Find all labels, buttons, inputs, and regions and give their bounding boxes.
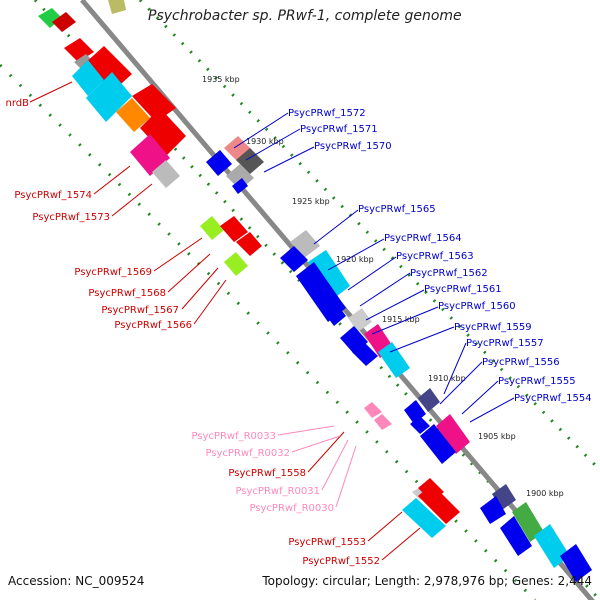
tick-1905: 1905 kbp xyxy=(478,432,516,441)
tick-1920: 1920 kbp xyxy=(336,255,374,264)
tick-1910: 1910 kbp xyxy=(428,374,466,383)
map-title: Psychrobacter sp. PRwf-1, complete genom… xyxy=(148,8,462,24)
forward-labels[interactable]: PsycPRwf_1572 PsycPRwf_1571 PsycPRwf_157… xyxy=(288,108,592,404)
topology-text: Topology: circular; Length: 2,978,976 bp… xyxy=(262,574,592,588)
label-psycprwf-1559: PsycPRwf_1559 xyxy=(454,322,532,333)
label-psycprwf-1555: PsycPRwf_1555 xyxy=(498,376,576,387)
svg-text:1900 kbp: 1900 kbp xyxy=(526,489,564,498)
svg-text:1910 kbp: 1910 kbp xyxy=(428,374,466,383)
svg-text:1925 kbp: 1925 kbp xyxy=(292,197,330,206)
label-psycprwf-1562: PsycPRwf_1562 xyxy=(410,268,488,279)
reverse-leaders xyxy=(29,81,421,561)
label-psycprwf-r0032: PsycPRwf_R0032 xyxy=(205,448,290,459)
tick-1935: 1935 kbp xyxy=(202,75,240,84)
label-psycprwf-1566: PsycPRwf_1566 xyxy=(114,320,192,331)
label-psycprwf-1560: PsycPRwf_1560 xyxy=(438,301,516,312)
label-psycprwf-1571: PsycPRwf_1571 xyxy=(300,124,378,135)
label-psycprwf-1554: PsycPRwf_1554 xyxy=(514,393,592,404)
tick-1900: 1900 kbp xyxy=(526,489,564,498)
label-psycprwf-1572: PsycPRwf_1572 xyxy=(288,108,366,119)
svg-text:1930 kbp: 1930 kbp xyxy=(246,137,284,146)
label-psycprwf-1557: PsycPRwf_1557 xyxy=(466,338,544,349)
label-psycprwf-1568: PsycPRwf_1568 xyxy=(88,288,166,299)
svg-text:1905 kbp: 1905 kbp xyxy=(478,432,516,441)
forward-genes[interactable] xyxy=(108,0,592,582)
reverse-genes[interactable] xyxy=(38,8,460,538)
svg-text:1920 kbp: 1920 kbp xyxy=(336,255,374,264)
label-psycprwf-1570: PsycPRwf_1570 xyxy=(314,141,392,152)
label-psycprwf-1573: PsycPRwf_1573 xyxy=(32,212,110,223)
label-psycprwf-1553: PsycPRwf_1553 xyxy=(288,537,366,548)
label-psycprwf-1569: PsycPRwf_1569 xyxy=(74,267,152,278)
rna-labels[interactable]: PsycPRwf_R0033 PsycPRwf_R0032 PsycPRwf_R… xyxy=(191,431,334,514)
svg-text:1935 kbp: 1935 kbp xyxy=(202,75,240,84)
tick-1915: 1915 kbp xyxy=(382,315,420,324)
label-psycprwf-r0033: PsycPRwf_R0033 xyxy=(191,431,276,442)
forward-leaders xyxy=(233,112,515,423)
label-psycprwf-r0031: PsycPRwf_R0031 xyxy=(235,486,320,497)
label-psycprwf-1565: PsycPRwf_1565 xyxy=(358,204,436,215)
tick-dots-inner xyxy=(138,0,600,472)
label-psycprwf-1567: PsycPRwf_1567 xyxy=(101,305,179,316)
reverse-labels[interactable]: nrdB PsycPRwf_1574 PsycPRwf_1573 PsycPRw… xyxy=(6,98,380,567)
label-psycprwf-1552: PsycPRwf_1552 xyxy=(302,556,380,567)
label-psycprwf-1574: PsycPRwf_1574 xyxy=(14,190,92,201)
rna-leaders xyxy=(277,425,357,508)
label-psycprwf-1563: PsycPRwf_1563 xyxy=(396,251,474,262)
svg-text:1915 kbp: 1915 kbp xyxy=(382,315,420,324)
label-psycprwf-1558: PsycPRwf_1558 xyxy=(228,468,306,479)
label-psycprwf-1564: PsycPRwf_1564 xyxy=(384,233,462,244)
label-nrdb: nrdB xyxy=(6,98,30,109)
label-psycprwf-r0030: PsycPRwf_R0030 xyxy=(249,503,334,514)
accession-text: Accession: NC_009524 xyxy=(8,574,145,588)
label-psycprwf-1556: PsycPRwf_1556 xyxy=(482,357,560,368)
tick-1925: 1925 kbp xyxy=(292,197,330,206)
tick-1930: 1930 kbp xyxy=(246,137,284,146)
label-psycprwf-1561: PsycPRwf_1561 xyxy=(424,284,502,295)
